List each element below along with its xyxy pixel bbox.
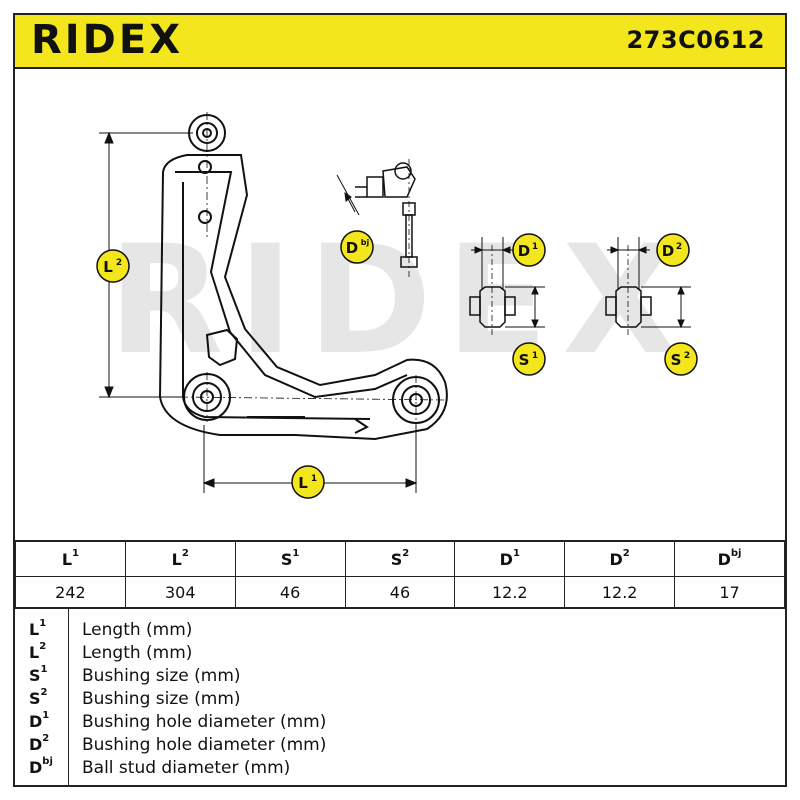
svg-text:2: 2 <box>684 351 690 361</box>
watermark-text: RIDEX <box>108 214 692 388</box>
spec-table: L1 L2 S1 S2 D1 D2 Dbj 242 304 46 46 12.2… <box>15 540 785 609</box>
svg-text:D: D <box>662 242 674 260</box>
legend-text: Length (mm) <box>82 620 193 640</box>
col-l1: L1 <box>15 540 126 577</box>
value-d1: 12.2 <box>454 576 566 609</box>
col-d2: D2 <box>564 540 676 577</box>
label-s1: S 1 <box>512 342 546 376</box>
bushing-2 <box>605 245 652 337</box>
legend: L1 Length (mm) L2 Length (mm) S1 Bushing… <box>15 607 785 787</box>
value-s2: 46 <box>344 576 456 609</box>
dimension-dbj <box>336 174 360 216</box>
label-l2: L 2 <box>96 249 130 283</box>
legend-row: L2 Length (mm) <box>15 641 785 665</box>
label-s2: S 2 <box>664 342 698 376</box>
ball-joint <box>355 159 418 277</box>
legend-symbol: L2 <box>29 641 47 662</box>
dimension-d1 <box>471 237 514 289</box>
legend-text: Bushing size (mm) <box>82 666 241 686</box>
legend-symbol: L1 <box>29 618 47 639</box>
value-l2: 304 <box>124 576 236 609</box>
legend-text: Bushing hole diameter (mm) <box>82 712 327 732</box>
value-s1: 46 <box>234 576 346 609</box>
legend-text: Ball stud diameter (mm) <box>82 758 291 778</box>
part-number: 273C0612 <box>626 26 765 54</box>
svg-text:2: 2 <box>116 258 122 268</box>
col-s1: S1 <box>234 540 346 577</box>
legend-symbol: Dbj <box>29 756 53 777</box>
col-dbj: Dbj <box>674 540 785 577</box>
col-d1: D1 <box>454 540 566 577</box>
label-d2: D 2 <box>656 233 690 267</box>
svg-text:1: 1 <box>532 242 538 252</box>
label-d1: D 1 <box>512 233 546 267</box>
legend-symbol: D2 <box>29 733 50 754</box>
legend-row: Dbj Ball stud diameter (mm) <box>15 756 785 780</box>
svg-text:S: S <box>671 351 682 369</box>
legend-text: Length (mm) <box>82 643 193 663</box>
legend-row: D2 Bushing hole diameter (mm) <box>15 733 785 757</box>
col-l2: L2 <box>124 540 236 577</box>
legend-divider <box>68 609 69 787</box>
brand-logo: RIDEX <box>31 17 184 63</box>
page-frame <box>13 13 787 787</box>
spec-value-row: 242 304 46 46 12.2 12.2 17 <box>15 576 785 609</box>
legend-row: L1 Length (mm) <box>15 618 785 642</box>
dimension-s1 <box>505 285 545 329</box>
bushing-1 <box>469 245 516 337</box>
svg-text:S: S <box>519 351 530 369</box>
legend-symbol: S2 <box>29 687 48 708</box>
svg-text:D: D <box>518 242 530 260</box>
value-d2: 12.2 <box>564 576 676 609</box>
legend-row: S2 Bushing size (mm) <box>15 687 785 711</box>
technical-drawing: RIDEX <box>96 112 698 499</box>
header-bar: RIDEX 273C0612 <box>15 15 785 69</box>
legend-row: D1 Bushing hole diameter (mm) <box>15 710 785 734</box>
label-dbj: D bj <box>340 230 374 264</box>
dimension-d2 <box>607 237 650 289</box>
svg-text:L: L <box>103 258 113 276</box>
value-l1: 242 <box>15 576 126 609</box>
svg-text:D: D <box>346 239 358 257</box>
legend-symbol: D1 <box>29 710 50 731</box>
svg-text:2: 2 <box>676 242 682 252</box>
dimension-s2 <box>641 285 691 329</box>
svg-text:L: L <box>298 474 308 492</box>
svg-text:bj: bj <box>361 238 370 247</box>
spec-header-row: L1 L2 S1 S2 D1 D2 Dbj <box>15 540 785 577</box>
label-l1: L 1 <box>291 465 325 499</box>
legend-row: S1 Bushing size (mm) <box>15 664 785 688</box>
legend-text: Bushing size (mm) <box>82 689 241 709</box>
value-dbj: 17 <box>674 576 785 609</box>
svg-text:1: 1 <box>532 351 538 361</box>
legend-symbol: S1 <box>29 664 48 685</box>
center-lines <box>179 112 446 425</box>
legend-text: Bushing hole diameter (mm) <box>82 735 327 755</box>
svg-text:1: 1 <box>311 474 317 484</box>
col-s2: S2 <box>344 540 456 577</box>
